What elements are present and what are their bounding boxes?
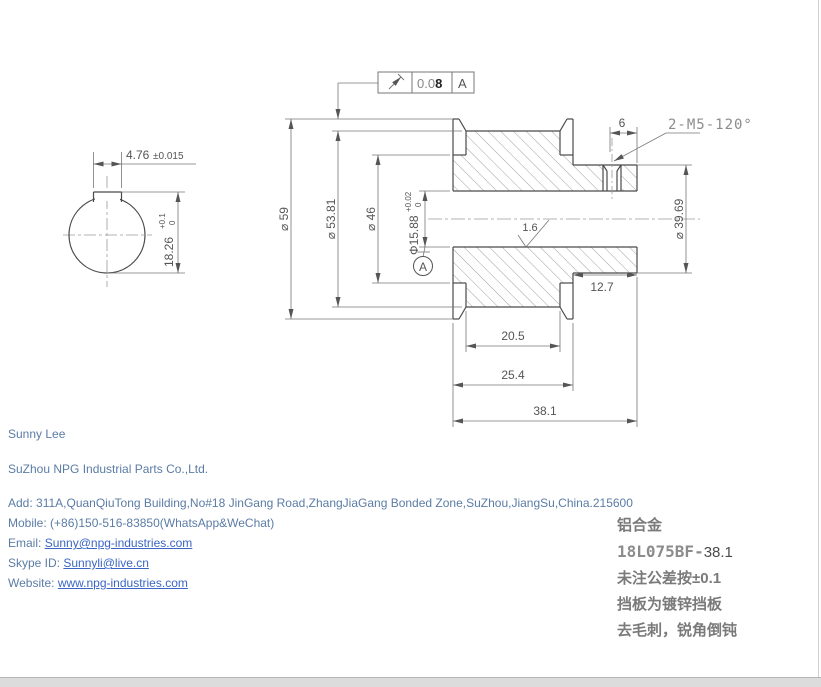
- skype-label: Skype ID:: [8, 556, 64, 570]
- dim-bore-height: 18.26 +0.1 0: [158, 213, 177, 267]
- note-plate: 挡板为镀锌挡板: [617, 596, 723, 613]
- contact-address: Add: 311A,QuanQiuTong Building,No#18 Jin…: [8, 496, 633, 510]
- bottom-scrollbar[interactable]: [0, 677, 821, 687]
- dim-screw-offset: 6: [619, 116, 626, 130]
- email-label: Email:: [8, 536, 45, 550]
- note-deburr: 去毛刺，锐角倒钝: [617, 622, 738, 639]
- contact-block: Sunny Lee SuZhou NPG Industrial Parts Co…: [8, 427, 688, 590]
- note-part-number: 18L075BF-38.1: [617, 539, 817, 566]
- end-view: 4.76 ±0.015 18.26 +0.1 0: [63, 148, 196, 287]
- fcf-datum: A: [458, 76, 467, 91]
- dim-hub-width: 12.7: [590, 280, 614, 294]
- part-number-length: 38.1: [703, 544, 733, 561]
- datum-a-symbol: A: [413, 256, 433, 276]
- feature-control-frame: 0.08 A: [377, 71, 475, 94]
- dim-body-width: 25.4: [501, 368, 525, 382]
- dim-root-dia: ⌀ 46: [364, 207, 378, 231]
- contact-skype-line: Skype ID: Sunnyli@live.cn: [8, 556, 688, 570]
- svg-text:A: A: [419, 260, 427, 274]
- dim-od: ⌀ 53.81: [324, 198, 338, 239]
- contact-mobile: Mobile: (+86)150-516-83850(WhatsApp&WeCh…: [8, 516, 275, 530]
- dim-flange-dia: ⌀ 59: [277, 207, 291, 231]
- dim-total-width: 38.1: [533, 404, 557, 418]
- svg-text:18.26: 18.26: [162, 237, 176, 267]
- website-link[interactable]: www.npg-industries.com: [57, 576, 188, 590]
- svg-text:+0.02: +0.02: [404, 191, 413, 212]
- svg-text:0: 0: [168, 220, 177, 225]
- hatch-top: [453, 131, 637, 191]
- fcf-value: 0.08: [417, 76, 442, 91]
- thread-callout: 2-M5-120°: [668, 117, 753, 133]
- svg-text:Φ15.88: Φ15.88: [407, 215, 421, 255]
- dim-hub-dia: ⌀ 39.69: [672, 198, 686, 239]
- page-right-border: [818, 0, 819, 678]
- dim-slot-width-tol: ±0.015: [153, 151, 184, 162]
- dim-bore: Φ15.88 +0.02 0: [404, 191, 423, 255]
- skype-link[interactable]: Sunnyli@live.cn: [63, 556, 149, 570]
- note-material: 铝合金: [617, 517, 663, 534]
- note-tolerance: 未注公差按±0.1: [617, 570, 722, 587]
- contact-name: Sunny Lee: [8, 427, 66, 441]
- circular-runout-icon: [388, 73, 405, 90]
- section-view: 0.08 A A ⌀ 59 ⌀ 53.81 ⌀ 46 Φ15.88 +0.02 …: [277, 71, 753, 427]
- dimension-lines: [285, 82, 700, 427]
- svg-text:+0.1: +0.1: [158, 213, 167, 229]
- notes-block: 铝合金 18L075BF-38.1 未注公差按±0.1 挡板为镀锌挡板 去毛刺，…: [617, 513, 817, 644]
- roughness-value: 1.6: [522, 222, 537, 234]
- part-number-prefix: 18L075BF-: [617, 542, 704, 561]
- website-label: Website:: [8, 576, 58, 590]
- hatch-bottom: [453, 247, 637, 307]
- contact-company: SuZhou NPG Industrial Parts Co.,Ltd.: [8, 462, 209, 476]
- contact-website-line: Website: www.npg-industries.com: [8, 576, 688, 590]
- dim-slot-width: 4.76: [126, 148, 150, 162]
- contact-email-line: Email: Sunny@npg-industries.com: [8, 536, 688, 550]
- svg-text:0: 0: [414, 202, 423, 207]
- dim-tooth-width: 20.5: [501, 329, 525, 343]
- email-link[interactable]: Sunny@npg-industries.com: [44, 536, 193, 550]
